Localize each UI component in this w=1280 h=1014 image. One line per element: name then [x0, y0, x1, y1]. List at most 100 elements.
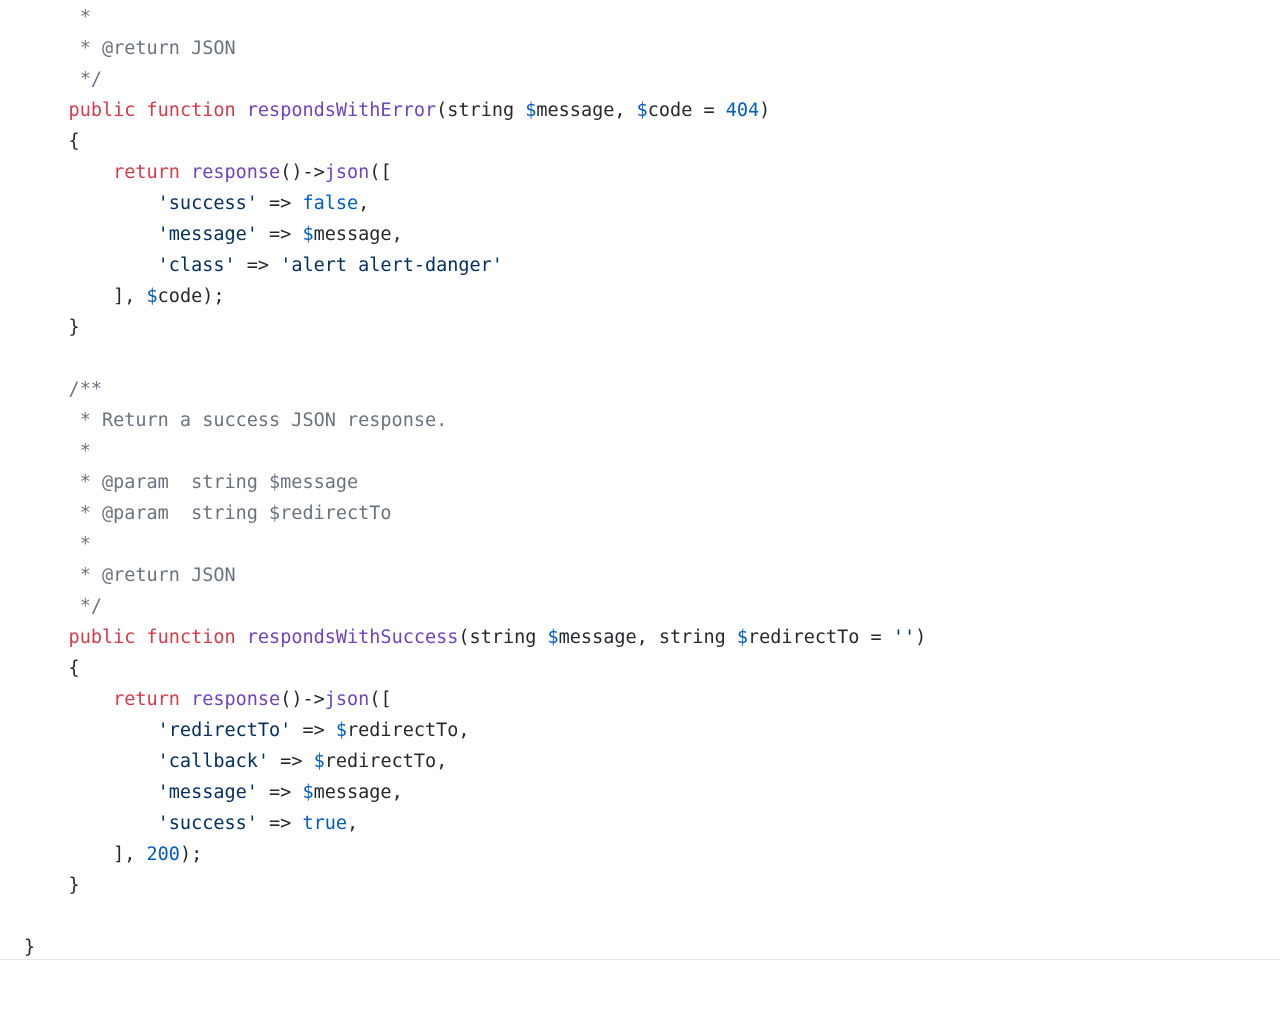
code-token-plain: message, string: [558, 627, 737, 648]
code-line: }: [24, 870, 926, 901]
code-token-plain: =>: [235, 255, 281, 276]
code-token-plain: ],: [24, 844, 147, 865]
code-line: *: [24, 2, 926, 33]
code-line: public function respondsWithSuccess(stri…: [24, 622, 927, 653]
code-line: */: [24, 64, 926, 95]
code-token-comment: */: [24, 69, 102, 90]
code-token-plain: [180, 689, 191, 710]
code-block[interactable]: * * @return JSON */ public function resp…: [24, 2, 926, 963]
code-token-string: 'alert alert-danger': [280, 255, 503, 276]
code-line: * Return a success JSON response.: [24, 405, 926, 436]
code-token-plain: [180, 162, 191, 183]
code-token-var: $: [736, 627, 749, 648]
code-line: * @param string $message: [24, 467, 926, 498]
code-token-constant: 200: [146, 844, 180, 865]
code-token-plain: }: [24, 317, 80, 338]
code-token-keyword: function: [146, 100, 236, 121]
code-token-var: $: [313, 751, 325, 772]
code-token-plain: message,: [313, 782, 403, 803]
code-token-plain: );: [179, 844, 203, 865]
code-token-keyword: return: [24, 162, 180, 183]
code-token-plain: ([: [369, 162, 392, 183]
code-token-plain: code =: [647, 100, 726, 121]
code-token-var: $: [335, 720, 348, 741]
code-line: [24, 343, 926, 374]
code-token-plain: {: [24, 658, 80, 679]
code-token-var: $: [525, 100, 537, 121]
code-line: 'callback' => $redirectTo,: [24, 746, 926, 777]
code-token-comment: * Return a success JSON response.: [24, 410, 448, 431]
code-token-comment: * @param string $message: [24, 472, 359, 493]
code-token-var: $: [636, 100, 648, 121]
code-token-plain: ([: [369, 689, 392, 710]
code-line: return response()->json([: [24, 684, 926, 715]
code-token-plain: ()->: [280, 162, 325, 183]
code-token-comment: *: [24, 534, 91, 555]
code-token-comment: *: [24, 7, 91, 28]
code-line: 'success' => false,: [24, 188, 926, 219]
code-token-plain: (string: [458, 627, 548, 648]
code-token-entity: response: [191, 689, 281, 710]
code-line: {: [24, 126, 926, 157]
code-line: public function respondsWithError(string…: [24, 95, 926, 126]
code-line: 'message' => $message,: [24, 219, 926, 250]
code-token-var: $: [302, 782, 314, 803]
code-line: * @param string $redirectTo: [24, 498, 926, 529]
code-token-constant: true: [302, 813, 348, 834]
code-token-comment: *: [24, 441, 91, 462]
code-token-plain: =>: [257, 224, 303, 245]
code-token-keyword: function: [146, 627, 236, 648]
code-token-plain: redirectTo,: [324, 751, 448, 772]
code-token-plain: }: [24, 937, 36, 958]
code-token-plain: =>: [257, 782, 303, 803]
code-token-plain: redirectTo,: [347, 720, 470, 741]
code-line: ], $code);: [24, 281, 926, 312]
code-token-plain: [236, 627, 247, 648]
code-line: }: [24, 312, 926, 343]
code-token-plain: ,: [358, 193, 370, 214]
code-line: 'redirectTo' => $redirectTo,: [24, 715, 926, 746]
code-line: {: [24, 653, 926, 684]
code-token-entity: respondsWithError: [246, 100, 437, 121]
code-token-string: 'message': [24, 224, 258, 245]
code-token-plain: message,: [536, 100, 637, 121]
code-token-plain: =>: [257, 813, 303, 834]
code-token-string: 'callback': [24, 751, 270, 772]
code-token-plain: =>: [291, 720, 336, 741]
code-token-comment: * @return JSON: [24, 38, 236, 59]
code-token-var: $: [146, 286, 158, 307]
code-token-plain: =>: [269, 751, 314, 772]
code-token-plain: ): [915, 627, 927, 648]
code-token-plain: code);: [157, 286, 225, 307]
code-token-comment: * @return JSON: [24, 565, 236, 586]
code-line: 'success' => true,: [24, 808, 926, 839]
code-token-plain: redirectTo =: [748, 627, 893, 648]
code-viewer: * * @return JSON */ public function resp…: [0, 2, 1280, 963]
code-line: [24, 901, 926, 932]
code-line: *: [24, 529, 926, 560]
code-token-plain: [135, 100, 146, 121]
code-token-string: '': [892, 627, 916, 648]
code-token-plain: }: [24, 875, 80, 896]
code-token-plain: ()->: [280, 689, 325, 710]
code-token-plain: ): [759, 100, 771, 121]
code-line: * @return JSON: [24, 560, 926, 591]
code-token-plain: {: [24, 131, 80, 152]
code-token-plain: ,: [347, 813, 359, 834]
code-token-constant: 404: [725, 100, 760, 121]
code-token-keyword: public: [24, 100, 136, 121]
code-token-entity: response: [191, 162, 281, 183]
code-token-plain: ],: [24, 286, 147, 307]
code-line: * @return JSON: [24, 33, 926, 64]
code-token-string: 'class': [24, 255, 236, 276]
code-token-var: $: [302, 224, 314, 245]
code-token-comment: /**: [24, 379, 102, 400]
code-token-plain: [236, 100, 247, 121]
code-line: }: [24, 932, 926, 963]
code-token-comment: * @param string $redirectTo: [24, 503, 392, 524]
code-line: return response()->json([: [24, 157, 926, 188]
code-line: 'class' => 'alert alert-danger': [24, 250, 926, 281]
code-line: */: [24, 591, 926, 622]
code-token-plain: [135, 627, 146, 648]
code-token-constant: false: [302, 193, 359, 214]
